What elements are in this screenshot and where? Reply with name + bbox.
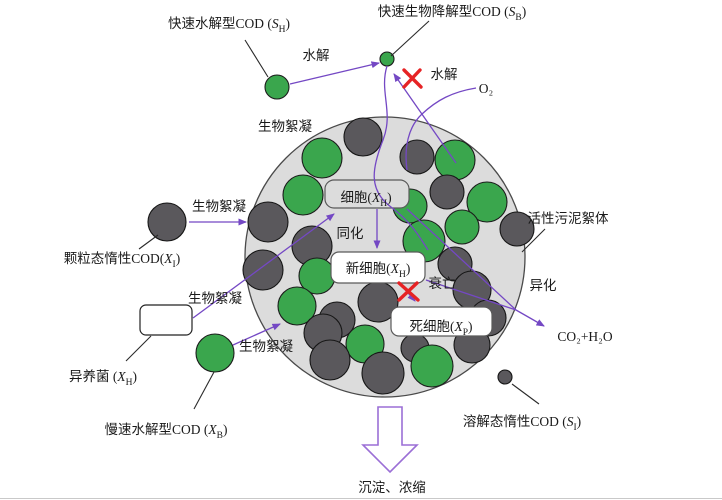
co2-h2o-label: CO₂+H₂O: [557, 329, 613, 344]
assimilation-label: 同化: [337, 226, 364, 241]
decay-label: 衰亡: [429, 275, 456, 291]
bioflocculation-label-xi: 生物絮凝: [192, 198, 246, 214]
blocked-hydrolysis-label: 水解: [431, 67, 458, 82]
sedimentation-label: 沉淀、浓缩: [358, 480, 426, 495]
particulate-inert-cod-particle: [147, 202, 187, 242]
gray-particle: [429, 174, 465, 210]
gray-particle: [242, 249, 284, 291]
blocked-hydrolysis-arrow: [393, 73, 457, 164]
hydrolysis-arrow: [289, 61, 380, 85]
bioflocculation-label-xb: 生物絮凝: [239, 338, 293, 354]
dissimilation-line-newcell: [425, 279, 517, 311]
settling-arrow: [361, 406, 419, 474]
green-particle: [410, 344, 454, 388]
red-x-hydrolysis: [402, 68, 423, 89]
bioflocculation-label-floc: 生物絮凝: [258, 118, 312, 134]
pointer-line-xi: [138, 234, 159, 250]
bioflocculation-label-xh: 生物絮凝: [188, 290, 242, 306]
oxygen-curve: [405, 87, 477, 171]
green-particle: [444, 209, 480, 245]
gray-particle: [361, 351, 405, 395]
soluble-inert-cod-label: 溶解态惰性COD (SI): [463, 414, 581, 433]
bioflocculation-arrow-xh: [192, 213, 335, 319]
pointer-line-sh: [244, 39, 269, 78]
pointer-line-sb: [390, 20, 430, 57]
new-cell-label: 新细胞(XH): [346, 261, 411, 280]
green-particle: [301, 137, 343, 179]
activated-sludge-floc-label: 活性污泥絮体: [528, 210, 609, 226]
pointer-line-floc: [521, 228, 546, 253]
slow-hydrolysis-cod-particle: [195, 333, 235, 373]
fast-biodegradable-cod-particle: [379, 51, 395, 67]
soluble-inert-cod-particle: [497, 369, 513, 385]
gray-particle: [247, 201, 289, 243]
gray-particle: [399, 139, 435, 175]
substrate-uptake-curve: [373, 65, 429, 251]
slow-hydrolysis-cod-label: 慢速水解型COD (XB): [105, 421, 228, 441]
heterotroph-label: 异养菌 (XH): [69, 369, 137, 388]
cell-label: 细胞(XH): [340, 190, 391, 209]
dead-cell-label: 死细胞(XP): [409, 319, 472, 338]
fast-hydrolysis-cod-label: 快速水解型COD (SH): [168, 16, 290, 35]
fast-biodegradable-cod-label: 快速生物降解型COD (SB): [378, 4, 526, 23]
oxygen-label: O₂: [479, 81, 493, 96]
hydrolysis-label: 水解: [303, 48, 330, 63]
particulate-inert-cod-label: 颗粒态惰性COD(XI): [64, 251, 180, 270]
cell-box: [324, 179, 410, 209]
green-particle: [277, 286, 317, 326]
dead-cell-box: [390, 306, 493, 337]
green-particle: [434, 139, 476, 181]
fast-hydrolysis-cod-particle: [264, 74, 290, 100]
red-x-decay: [397, 281, 420, 302]
gray-particle: [499, 211, 535, 247]
pointer-line-xb: [193, 371, 215, 410]
dissimilation-label: 异化: [530, 278, 557, 293]
dissimilation-line-cell: [406, 208, 517, 311]
heterotroph-box: [139, 304, 193, 336]
gray-particle: [309, 339, 351, 381]
new-cell-box: [330, 251, 426, 284]
green-particle: [282, 174, 324, 216]
bioflocculation-arrow-xb: [232, 323, 281, 346]
pointer-line-heterotroph: [125, 335, 152, 362]
co2-arrow: [515, 309, 545, 327]
green-particle: [466, 181, 508, 223]
gray-particle: [343, 117, 383, 157]
pointer-line-si: [511, 383, 540, 405]
